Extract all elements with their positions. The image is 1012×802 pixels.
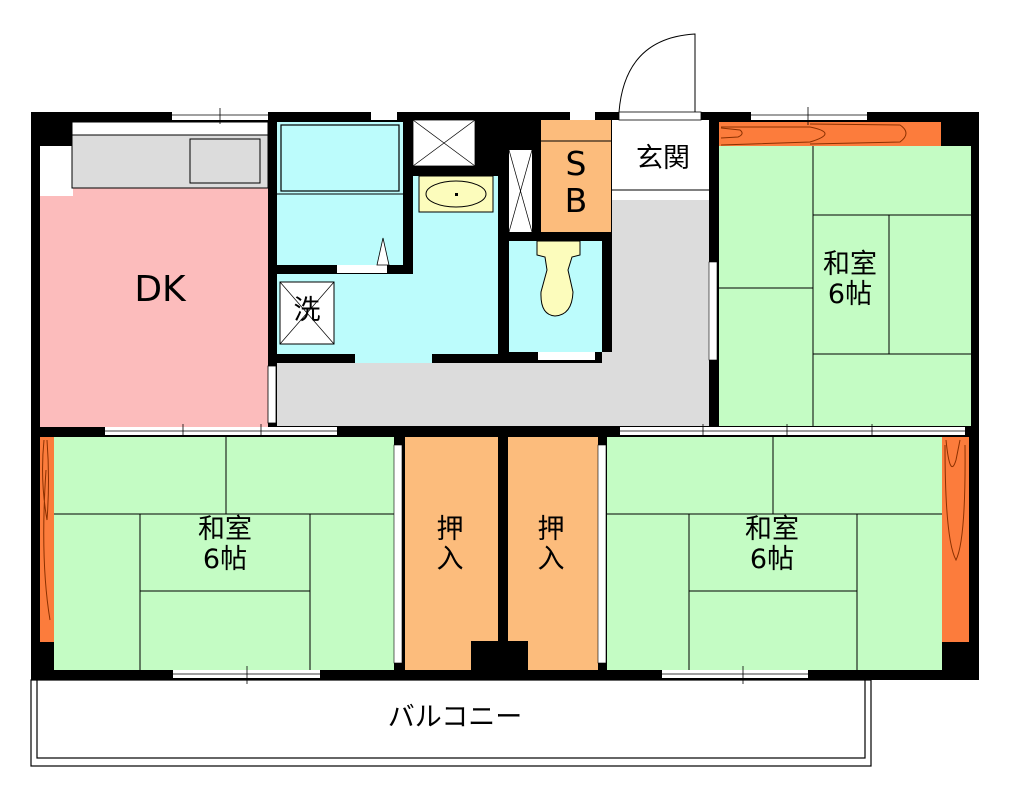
- window-se: [662, 666, 808, 684]
- shoe-box-label: S B: [541, 144, 611, 220]
- shoe-box: [541, 120, 611, 232]
- dk-floor: [40, 187, 268, 427]
- washing-machine-pan: [279, 281, 335, 345]
- tatami-ne-type: 和室: [823, 249, 877, 280]
- tokonoma-se: [942, 437, 969, 642]
- tokonoma-ne: [719, 122, 941, 146]
- closet-right-label: 押 入: [521, 514, 581, 576]
- front-door: [618, 111, 702, 121]
- closet-left-char1: 押: [436, 514, 464, 545]
- tatami-se-type: 和室: [745, 514, 799, 545]
- tatami-se: [607, 437, 942, 670]
- closet-left-char2: 入: [436, 544, 464, 576]
- bath-door: [337, 265, 387, 273]
- sink-icon: [189, 138, 261, 184]
- window-sw: [173, 666, 320, 684]
- closet-left-label: 押 入: [420, 514, 480, 576]
- entrance-floor: [612, 120, 709, 200]
- pipe-shaft: [412, 119, 476, 167]
- tatami-sw: [54, 437, 394, 670]
- window-ne: [751, 107, 867, 125]
- tatami-sw-label: 和室 6帖: [175, 514, 275, 576]
- tatami-sw-type: 和室: [198, 514, 252, 545]
- toilet-icon: [536, 240, 581, 317]
- closet-right: [508, 437, 598, 670]
- hallway-lower: [277, 363, 709, 426]
- entrance-label: 玄関: [636, 143, 690, 174]
- tatami-se-size: 6帖: [749, 544, 795, 576]
- tatami-ne-label: 和室 6帖: [800, 249, 900, 311]
- hallway-upper-2: [602, 352, 614, 366]
- tatami-ne-size: 6帖: [827, 279, 873, 311]
- shoe-box-label-s: S: [565, 144, 587, 183]
- shoe-box-label-b: B: [564, 180, 588, 220]
- washroom-opening: [355, 354, 432, 364]
- kitchen-counter-top: [71, 121, 269, 137]
- closet-left: [405, 437, 498, 670]
- pipe-shaft-2: [508, 149, 533, 233]
- hallway-upper: [612, 200, 709, 370]
- closet-right-char1: 押: [537, 514, 565, 545]
- dk-side-window: [267, 365, 277, 424]
- closet-right-char2: 入: [537, 544, 565, 576]
- toilet-door: [538, 352, 595, 360]
- washer-label: 洗: [293, 295, 321, 326]
- bathtub-icon: [280, 124, 400, 192]
- tatami-se-label: 和室 6帖: [722, 514, 822, 576]
- entry-alcove: [40, 146, 73, 196]
- tatami-sw-size: 6帖: [202, 544, 248, 576]
- bath-door-icon: [376, 237, 390, 266]
- dk-label: DK: [134, 269, 186, 310]
- balcony-label: バルコニー: [387, 702, 523, 733]
- balcony: [30, 679, 872, 767]
- front-door-swing-icon: [618, 33, 696, 113]
- tatami-ne: [719, 146, 971, 426]
- window-dk: [172, 108, 268, 124]
